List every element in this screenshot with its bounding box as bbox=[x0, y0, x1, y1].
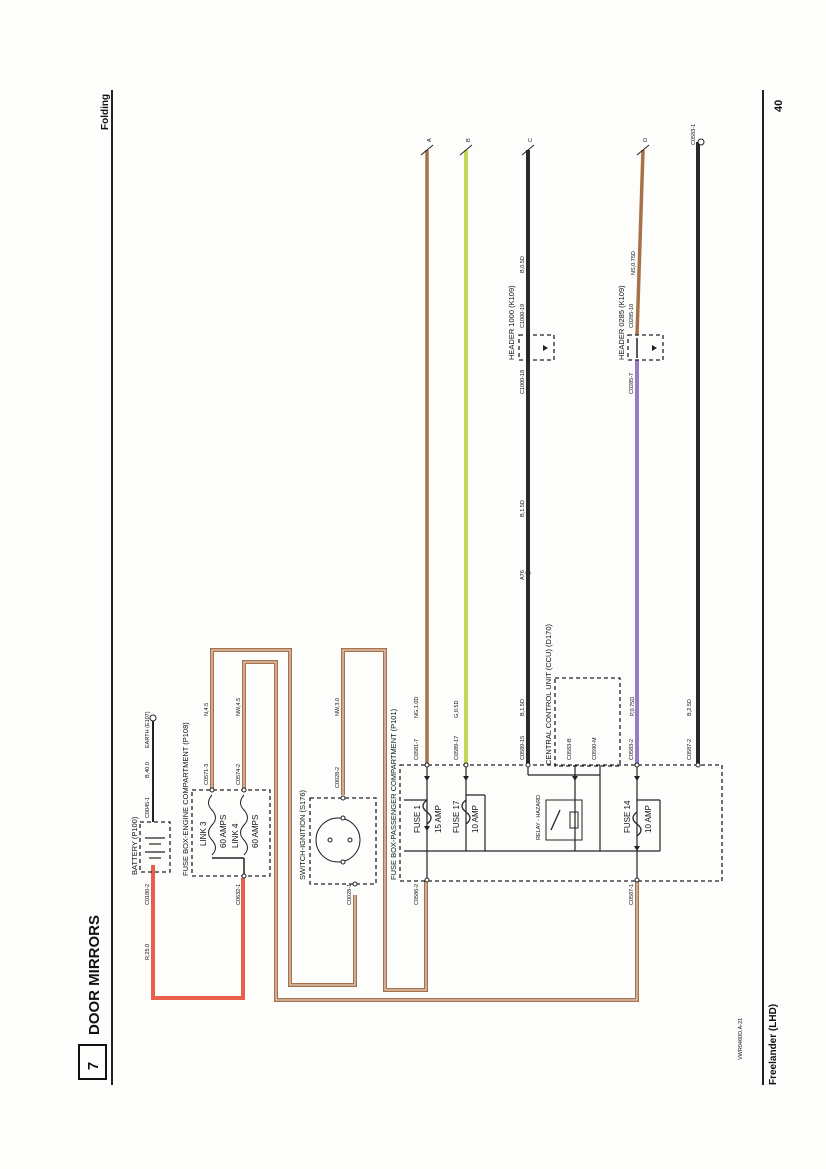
link-conn-bottom: C0632-1 bbox=[236, 884, 242, 905]
wire-label-n45: N,4.5 bbox=[204, 703, 210, 716]
passenger-fusebox-box bbox=[399, 764, 723, 882]
output-b-id: B bbox=[466, 138, 472, 142]
earth-label: EARTH (E107) bbox=[145, 711, 151, 748]
fusebox-arrows bbox=[424, 776, 640, 851]
fuse14-icon bbox=[632, 811, 642, 837]
wire-brown-link3-loop bbox=[210, 648, 357, 987]
battery-label: BATTERY (P100) bbox=[130, 816, 139, 875]
header-0285-label: HEADER 0285 (K109) bbox=[617, 285, 626, 360]
ignition-box bbox=[309, 797, 377, 885]
header-1000-arrow bbox=[543, 345, 548, 351]
battery-box bbox=[139, 821, 171, 873]
output-c-id: C bbox=[528, 138, 534, 142]
section-number-box bbox=[78, 1044, 107, 1080]
subtitle: Folding bbox=[100, 94, 111, 130]
splice-point bbox=[525, 570, 531, 576]
battery-conn: C0045-1 bbox=[145, 797, 151, 818]
ignition-label: SWITCH-IGNITION (S176) bbox=[298, 789, 307, 880]
ignition-switch-icon bbox=[315, 817, 361, 863]
fuse1-icon bbox=[422, 799, 432, 825]
wire-label-d: NS,0.75D bbox=[631, 251, 637, 275]
wire-label-nw45: NW,4.5 bbox=[236, 698, 242, 716]
link3-rating: 60 AMPS bbox=[219, 815, 228, 848]
drawing-ref: VWR0460D.A-21 bbox=[738, 1018, 744, 1060]
output-e-id: C0583-1 bbox=[691, 124, 697, 145]
battery-icon bbox=[145, 837, 165, 859]
fb-conn-d: C0583-2 bbox=[629, 739, 635, 760]
wire-output-d-brown bbox=[635, 149, 645, 336]
engine-fusebox-label: FUSE BOX-ENGINE COMPARTMENT (P108) bbox=[181, 722, 190, 876]
fb-conn-a: C0581-7 bbox=[414, 739, 420, 760]
wire-label-b15a: B,1.5D bbox=[520, 500, 526, 517]
fb-conn-left2: C0587-1 bbox=[629, 884, 635, 905]
link3-fuse-icon bbox=[208, 794, 216, 856]
battery-conn2: C0180-2 bbox=[145, 884, 151, 905]
page-number: 40 bbox=[773, 100, 785, 112]
fuse14-label: FUSE 14 bbox=[623, 800, 632, 833]
section-number: 7 bbox=[85, 1062, 102, 1070]
wire-label-a: NG,1.0D bbox=[414, 697, 420, 718]
header-0285-out: C0285-10 bbox=[629, 304, 635, 328]
header-1000-label: HEADER 1000 (K109) bbox=[507, 285, 516, 360]
battery-wire: B,40.0 bbox=[145, 762, 151, 778]
wire-label-b25: B,2.5D bbox=[687, 699, 693, 716]
wire-brown-ignition-loop-inner bbox=[342, 649, 427, 991]
link4-fuse-icon bbox=[240, 794, 248, 856]
section-title: DOOR MIRRORS bbox=[86, 915, 103, 1035]
link4-label: LINK 4 bbox=[231, 823, 240, 848]
relay-box bbox=[545, 799, 583, 841]
footer-model: Freelander (LHD) bbox=[768, 1004, 779, 1085]
header-1000-in: C1000-18 bbox=[520, 370, 526, 394]
earth-terminal bbox=[149, 714, 157, 722]
splice-label: A76 bbox=[520, 570, 526, 580]
fb-conn-left1: C0586-2 bbox=[414, 884, 420, 905]
wire-red-battery-feed bbox=[151, 865, 245, 1000]
fuse1-rating: 15 AMP bbox=[434, 805, 443, 833]
output-markers bbox=[420, 138, 705, 156]
header-1000-box bbox=[518, 334, 555, 361]
passenger-fusebox-label: FUSE BOX-PASSENGER COMPARTMENT (P101) bbox=[389, 708, 398, 880]
fuse1-label: FUSE 1 bbox=[413, 804, 422, 833]
wire-label-r25: R,25.0 bbox=[145, 944, 151, 960]
ccu-box bbox=[554, 677, 621, 767]
fuse17-rating: 10 AMP bbox=[471, 805, 480, 833]
wire-label-p075: P,0.75D bbox=[630, 697, 636, 716]
fuse14-rating: 10 AMP bbox=[644, 805, 653, 833]
wire-label-c: B,0.5D bbox=[520, 256, 526, 273]
ignition-conn-bottom: C0028-1 bbox=[347, 884, 353, 905]
wire-label-b: G,0.5D bbox=[454, 701, 460, 718]
relay-switch bbox=[550, 809, 561, 831]
link3-label: LINK 3 bbox=[199, 821, 208, 846]
fb-conn-e: C0587-2 bbox=[687, 739, 693, 760]
relay-coil bbox=[569, 811, 579, 829]
ccu-label: CENTRAL CONTROL UNIT (CCU) (D170) bbox=[544, 624, 553, 765]
engine-fusebox-box bbox=[191, 789, 271, 877]
ignition-contacts bbox=[327, 815, 353, 865]
link4-conn: C0574-2 bbox=[236, 764, 242, 785]
ignition-conn-top: C0028-2 bbox=[335, 767, 341, 788]
fuse17-label: FUSE 17 bbox=[452, 800, 461, 833]
header-1000-out: C1000-19 bbox=[520, 304, 526, 328]
output-d-id: D bbox=[643, 138, 649, 142]
output-a-id: A bbox=[427, 138, 433, 142]
wire-brown-link3-loop-inner bbox=[211, 649, 356, 986]
ccu-conn3: C0590-M bbox=[592, 737, 598, 760]
wire-brown-link4-loop-inner bbox=[243, 661, 638, 1001]
fb-conn-b: C0589-17 bbox=[454, 736, 460, 760]
ccu-conn1: C0589-15 bbox=[520, 736, 526, 760]
wire-label-b15b: B,1.5D bbox=[520, 699, 526, 716]
link4-rating: 60 AMPS bbox=[251, 815, 260, 848]
header-0285-in: C0285-7 bbox=[629, 373, 635, 394]
fuse17-icon bbox=[461, 799, 471, 825]
wire-label-nw30: NW,3.0 bbox=[335, 698, 341, 716]
fusebox-connector-dots bbox=[209, 762, 701, 887]
ccu-conn2: C0583-B bbox=[567, 738, 573, 760]
link3-conn: C0571-3 bbox=[204, 764, 210, 785]
relay-label: RELAY - HAZARD bbox=[536, 795, 542, 840]
header-0285-arrow bbox=[652, 345, 657, 351]
header-0285-box bbox=[627, 334, 664, 361]
